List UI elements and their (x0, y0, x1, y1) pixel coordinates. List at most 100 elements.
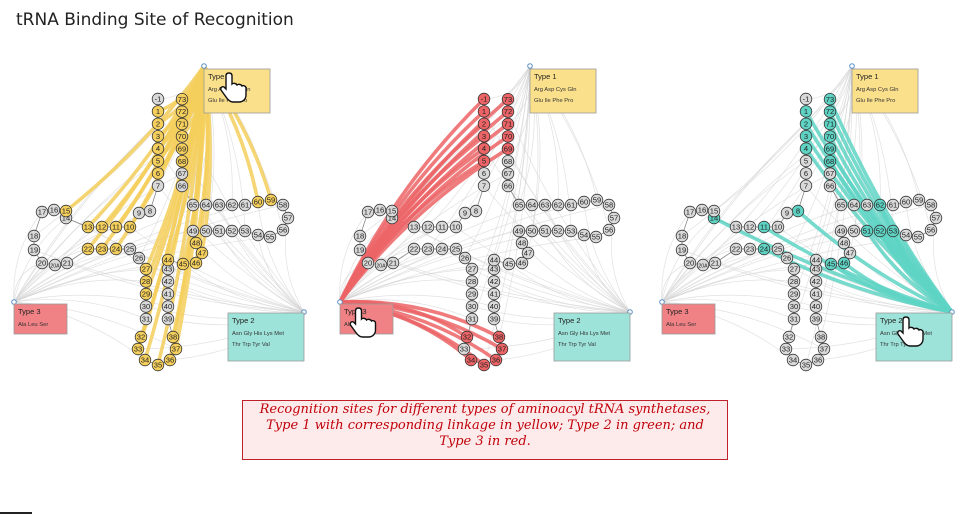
nucleotide-68[interactable]: 68 (501, 154, 515, 168)
nucleotide-21[interactable]: 21 (386, 256, 400, 270)
nucleotide-52[interactable]: 52 (873, 224, 887, 238)
nucleotide-54[interactable]: 54 (899, 228, 913, 242)
nucleotide-46[interactable]: 46 (189, 256, 203, 270)
nucleotide-47[interactable]: 47 (843, 246, 857, 260)
nucleotide-47[interactable]: 47 (195, 246, 209, 260)
nucleotide-15[interactable]: 15 (707, 204, 721, 218)
nucleotide-73[interactable]: 73 (175, 93, 189, 106)
nucleotide-57[interactable]: 57 (929, 211, 943, 225)
nucleotide-70[interactable]: 70 (823, 130, 837, 143)
nucleotide-69[interactable]: 69 (175, 142, 189, 156)
nucleotide-6[interactable]: 6 (151, 167, 165, 180)
nucleotide-33[interactable]: 33 (457, 342, 471, 356)
nucleotide-64[interactable]: 64 (199, 198, 213, 212)
nucleotide-20[interactable]: 20 (35, 256, 49, 270)
nucleotide-22[interactable]: 22 (81, 242, 95, 256)
nucleotide-61[interactable]: 61 (886, 198, 900, 212)
nucleotide-60[interactable]: 60 (899, 195, 913, 209)
nucleotide-26[interactable]: 26 (458, 251, 472, 265)
nucleotide-35[interactable]: 35 (151, 358, 165, 372)
nucleotide-41[interactable]: 41 (161, 287, 175, 301)
nucleotide-5[interactable]: 5 (477, 154, 491, 168)
nucleotide-67[interactable]: 67 (501, 167, 515, 180)
nucleotide-15[interactable]: 15 (59, 204, 73, 218)
nucleotide-53[interactable]: 53 (564, 224, 578, 238)
nucleotide-27[interactable]: 27 (139, 262, 153, 276)
nucleotide-47[interactable]: 47 (521, 246, 535, 260)
nucleotide-56[interactable]: 56 (602, 223, 616, 237)
nucleotide-53[interactable]: 53 (238, 224, 252, 238)
nucleotide-51[interactable]: 51 (860, 224, 874, 238)
nucleotide-69[interactable]: 69 (501, 142, 515, 156)
nucleotide-33[interactable]: 33 (779, 342, 793, 356)
nucleotide-4[interactable]: 4 (477, 142, 491, 155)
nucleotide-63[interactable]: 63 (860, 198, 874, 212)
nucleotide-31[interactable]: 31 (787, 312, 801, 326)
nucleotide-17[interactable]: 17 (361, 205, 375, 219)
nucleotide-49[interactable]: 49 (186, 224, 200, 238)
nucleotide-10[interactable]: 10 (123, 220, 137, 234)
nucleotide-8[interactable]: 8 (469, 204, 483, 218)
nucleotide-11[interactable]: 11 (757, 220, 771, 234)
nucleotide-50[interactable]: 50 (199, 224, 213, 238)
nucleotide-24[interactable]: 24 (757, 242, 771, 256)
nucleotide-24[interactable]: 24 (109, 242, 123, 256)
nucleotide-28[interactable]: 28 (139, 275, 153, 288)
nucleotide-60[interactable]: 60 (577, 195, 591, 209)
nucleotide-71[interactable]: 71 (501, 117, 515, 131)
nucleotide-36[interactable]: 36 (489, 353, 503, 367)
nucleotide-6[interactable]: 6 (477, 167, 491, 180)
nucleotide-64[interactable]: 64 (525, 198, 539, 212)
nucleotide-19[interactable]: 19 (675, 243, 689, 257)
nucleotide--1[interactable]: -1 (799, 92, 813, 106)
nucleotide-33[interactable]: 33 (131, 342, 145, 356)
nucleotide-73[interactable]: 73 (823, 93, 837, 106)
nucleotide-65[interactable]: 65 (186, 198, 200, 212)
nucleotide-26[interactable]: 26 (132, 251, 146, 265)
nucleotide-26[interactable]: 26 (780, 251, 794, 265)
nucleotide-4[interactable]: 4 (799, 142, 813, 155)
nucleotide-3[interactable]: 3 (151, 129, 165, 143)
nucleotide-12[interactable]: 12 (421, 220, 435, 234)
nucleotide-60[interactable]: 60 (251, 195, 265, 209)
nucleotide-3[interactable]: 3 (477, 129, 491, 143)
nucleotide-44[interactable]: 44 (487, 253, 501, 267)
nucleotide-36[interactable]: 36 (811, 353, 825, 367)
nucleotide-8[interactable]: 8 (791, 204, 805, 218)
nucleotide-48[interactable]: 48 (189, 236, 203, 250)
nucleotide-25[interactable]: 25 (449, 242, 463, 256)
nucleotide-32[interactable]: 32 (134, 330, 148, 344)
nucleotide-12[interactable]: 12 (95, 220, 109, 234)
nucleotide-63[interactable]: 63 (212, 198, 226, 212)
nucleotide-20A[interactable]: 20A (48, 258, 62, 272)
nucleotide-16[interactable]: 16 (373, 203, 387, 217)
nucleotide-70[interactable]: 70 (175, 130, 189, 143)
nucleotide-72[interactable]: 72 (175, 105, 189, 118)
nucleotide--1[interactable]: -1 (151, 92, 165, 106)
nucleotide-55[interactable]: 55 (911, 230, 925, 244)
nucleotide-35[interactable]: 35 (477, 358, 491, 372)
nucleotide-29[interactable]: 29 (787, 287, 801, 301)
nucleotide-9[interactable]: 9 (780, 206, 794, 220)
nucleotide-5[interactable]: 5 (151, 154, 165, 168)
nucleotide-9[interactable]: 9 (458, 206, 472, 220)
nucleotide-30[interactable]: 30 (465, 300, 479, 313)
nucleotide-35[interactable]: 35 (799, 358, 813, 372)
nucleotide-71[interactable]: 71 (175, 117, 189, 131)
nucleotide-15[interactable]: 15 (385, 204, 399, 218)
nucleotide-54[interactable]: 54 (251, 228, 265, 242)
nucleotide-18[interactable]: 18 (353, 229, 367, 243)
nucleotide-30[interactable]: 30 (787, 300, 801, 313)
nucleotide-67[interactable]: 67 (823, 167, 837, 180)
nucleotide-61[interactable]: 61 (564, 198, 578, 212)
nucleotide-18[interactable]: 18 (675, 229, 689, 243)
nucleotide-13[interactable]: 13 (407, 220, 421, 234)
nucleotide-21[interactable]: 21 (708, 256, 722, 270)
nucleotide-36[interactable]: 36 (163, 353, 177, 367)
nucleotide-38[interactable]: 38 (492, 330, 506, 344)
nucleotide-7[interactable]: 7 (799, 179, 813, 193)
